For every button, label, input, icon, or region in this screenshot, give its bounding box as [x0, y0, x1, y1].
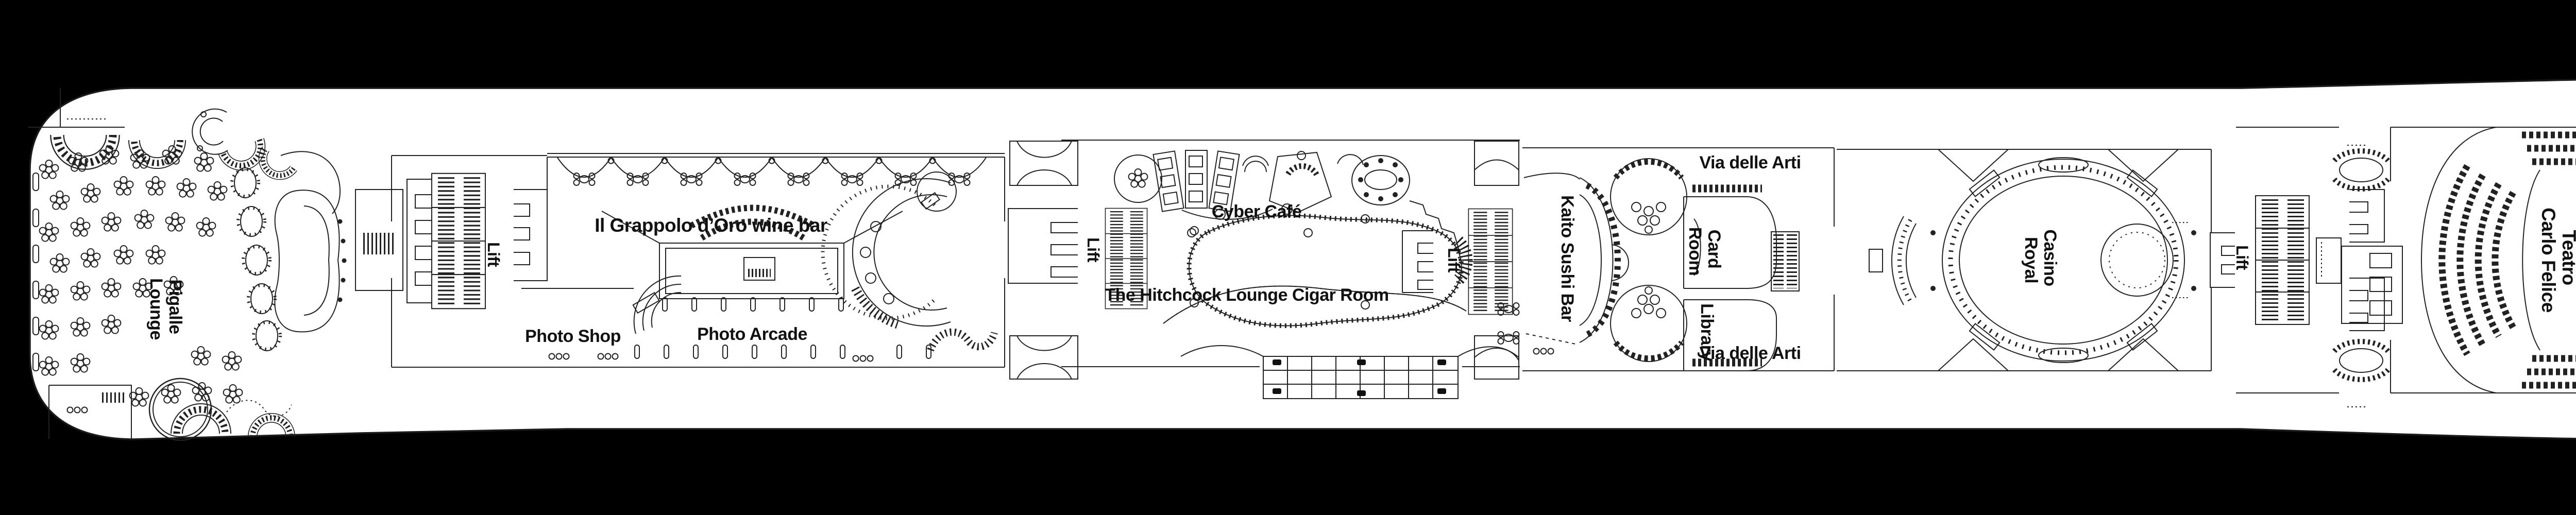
section-mid-lobby-1	[1008, 140, 1520, 380]
rotunda-bottom	[1610, 285, 1687, 362]
venue-label-cyber-cafe: Cyber Café	[1212, 202, 1302, 221]
labels: Pigalle Lounge Lift Il Grappolo d’Oro wi…	[146, 153, 2576, 363]
seat-banks	[2522, 131, 2576, 389]
venue-label-teatro: Teatro Carlo Felice	[2538, 208, 2576, 313]
casino-bar	[2100, 224, 2174, 297]
sushi-counter	[1579, 177, 1629, 343]
kaito-tables	[1497, 302, 1576, 355]
cyber-pod	[1268, 151, 1332, 213]
lift-bank-mid-2	[1402, 230, 1433, 293]
mid-stairs	[1771, 231, 1800, 291]
section-photo-gallery	[521, 153, 1005, 368]
venue-label-casino: Casino Royal	[2021, 229, 2060, 290]
stair-room	[355, 189, 403, 291]
cyber-step-wall	[1409, 200, 1461, 255]
section-cyber-cafe	[1114, 150, 1461, 255]
card-room	[1683, 184, 1777, 289]
pigalle-entry-wall	[280, 151, 341, 214]
casino-oval	[1942, 157, 2185, 363]
venue-label-hitchcock: The Hitchcock Lounge Cigar Room	[1105, 285, 1388, 305]
lift-bank-fwd-bottom	[2349, 278, 2385, 331]
lift-bank-fwd-top	[2349, 189, 2385, 243]
casino-cove-notches	[1938, 149, 2179, 371]
venue-label-via-delle-arti-bottom: Via delle Arti	[1699, 344, 1801, 363]
section-pigalle-lounge	[28, 88, 347, 441]
venue-label-winebar: Il Grappolo d’Oro wine bar	[595, 215, 827, 236]
side-room-bottom	[1009, 335, 1519, 380]
arcade-columns	[548, 297, 931, 362]
venue-label-kaito: Kaito Sushi Bar	[1557, 195, 1577, 322]
venue-label-photo-shop: Photo Shop	[525, 327, 621, 346]
section-casino	[1837, 149, 2235, 371]
gallery-top-wall	[547, 153, 1005, 158]
side-benches	[32, 173, 39, 371]
lift-label-mid-2: Lift	[1445, 248, 1463, 273]
venue-label-card-room: Card Room	[1685, 227, 1724, 276]
aft-lobby-walls	[391, 155, 547, 368]
gallery-bottom-wall	[547, 157, 1005, 368]
section-kaito	[1497, 147, 1834, 371]
section-hitchcock	[1163, 213, 1519, 399]
venue-label-via-delle-arti-top: Via delle Arti	[1699, 153, 1801, 173]
venue-label-library: Library	[1697, 303, 1717, 361]
lift-label-mid-1: Lift	[1084, 237, 1103, 263]
venue-label-pigalle: Pigalle Lounge	[146, 278, 185, 340]
seat-arcs	[2438, 164, 2516, 356]
section-card-library	[1683, 148, 1835, 371]
stern-room-bottom	[48, 385, 132, 439]
arcade-bar	[601, 204, 903, 299]
hitchcock-arch-walls	[1180, 345, 1519, 361]
hitchcock-sofa	[1187, 213, 1473, 328]
cyber-round-pod	[1351, 155, 1410, 205]
stage-desk	[2341, 246, 2403, 324]
section-teatro	[2341, 127, 2576, 393]
stage-piano	[274, 190, 347, 333]
side-room-top	[1009, 141, 1519, 186]
sofa-arcs-bottom	[171, 400, 295, 437]
kaito-corridor-walls	[1522, 147, 1834, 371]
lift-bank-aft-left	[406, 179, 432, 303]
lift-bank-mid-1	[1008, 208, 1078, 284]
lift-bank-casino	[2210, 232, 2235, 288]
venue-label-photo-arcade: Photo Arcade	[697, 324, 807, 344]
hull	[29, 79, 2576, 440]
c-bar	[192, 108, 228, 155]
library	[1683, 299, 1777, 371]
lift-label-forward: Lift	[2233, 245, 2251, 270]
lift-label-aft: Lift	[484, 242, 503, 267]
casino-entry-arc	[1869, 216, 1917, 305]
photo-shop-counter	[521, 157, 682, 334]
hull-outline	[29, 79, 2576, 440]
winebar-lamps	[607, 157, 936, 164]
hitchcock-table-grid	[1263, 356, 1459, 399]
gallery-crescent	[821, 171, 998, 352]
